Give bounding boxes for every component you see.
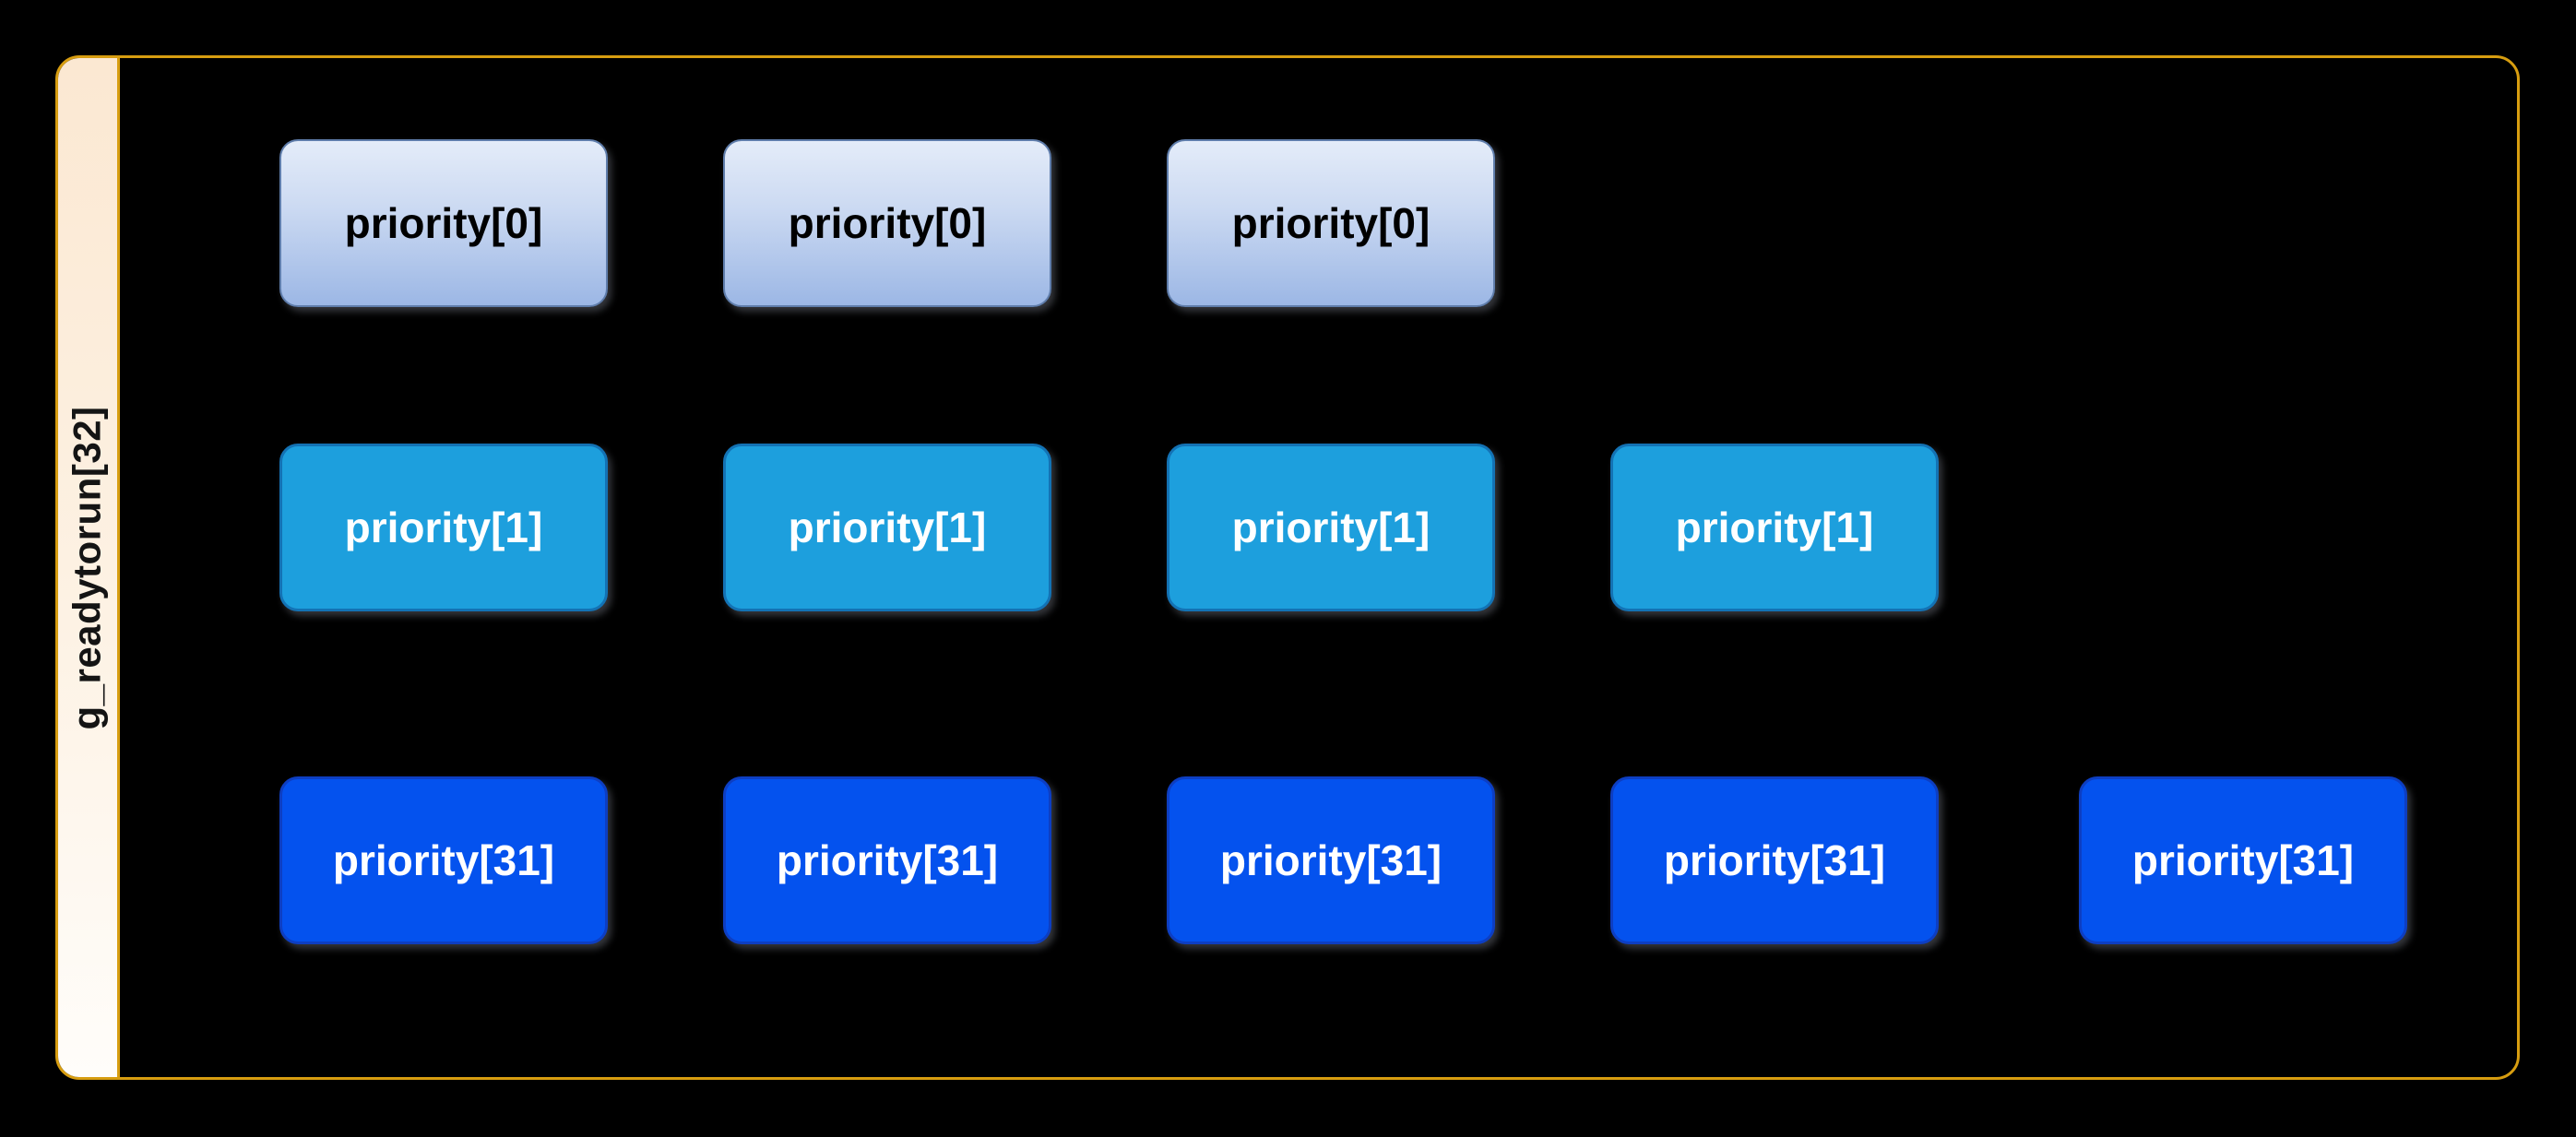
box-label: priority[1] <box>788 503 987 551</box>
readytorun-container: g_readytorun[32] priority[0]priority[0]p… <box>55 55 2520 1080</box>
box-priority-31-0: priority[31] <box>279 776 608 944</box>
array-label-strip: g_readytorun[32] <box>58 58 120 1077</box>
box-label: priority[31] <box>1219 836 1442 884</box>
box-priority-1-0: priority[1] <box>279 444 608 611</box>
array-label: g_readytorun[32] <box>65 405 110 730</box>
priority-row-priority-31: priority[31] priority[31] priority[31] prio… <box>279 776 2407 944</box>
box-label: priority[31] <box>1663 836 1886 884</box>
box-label: priority[0] <box>344 199 543 247</box>
box-priority-31-3: priority[31] <box>1610 776 1939 944</box>
priority-row-priority-1: priority[1] priority[1] priority[1] priorit… <box>279 444 1939 611</box>
box-label: priority[31] <box>332 836 555 884</box>
box-priority-0-2: priority[0] <box>1167 139 1495 307</box>
box-label: priority[0] <box>1231 199 1430 247</box>
box-priority-1-3: priority[1] <box>1610 444 1939 611</box>
box-label: priority[1] <box>1231 503 1430 551</box>
box-label: priority[1] <box>344 503 543 551</box>
box-priority-0-0: priority[0] <box>279 139 608 307</box>
box-priority-31-1: priority[31] <box>723 776 1051 944</box>
box-priority-1-2: priority[1] <box>1167 444 1495 611</box>
box-priority-0-1: priority[0] <box>723 139 1051 307</box>
box-priority-31-4: priority[31] <box>2079 776 2407 944</box>
priority-row-priority-0: priority[0] priority[0] priority[0] <box>279 139 1495 307</box>
box-label: priority[1] <box>1675 503 1874 551</box>
box-label: priority[0] <box>788 199 987 247</box>
box-label: priority[31] <box>2131 836 2355 884</box>
box-priority-1-1: priority[1] <box>723 444 1051 611</box>
box-priority-31-2: priority[31] <box>1167 776 1495 944</box>
box-label: priority[31] <box>776 836 999 884</box>
